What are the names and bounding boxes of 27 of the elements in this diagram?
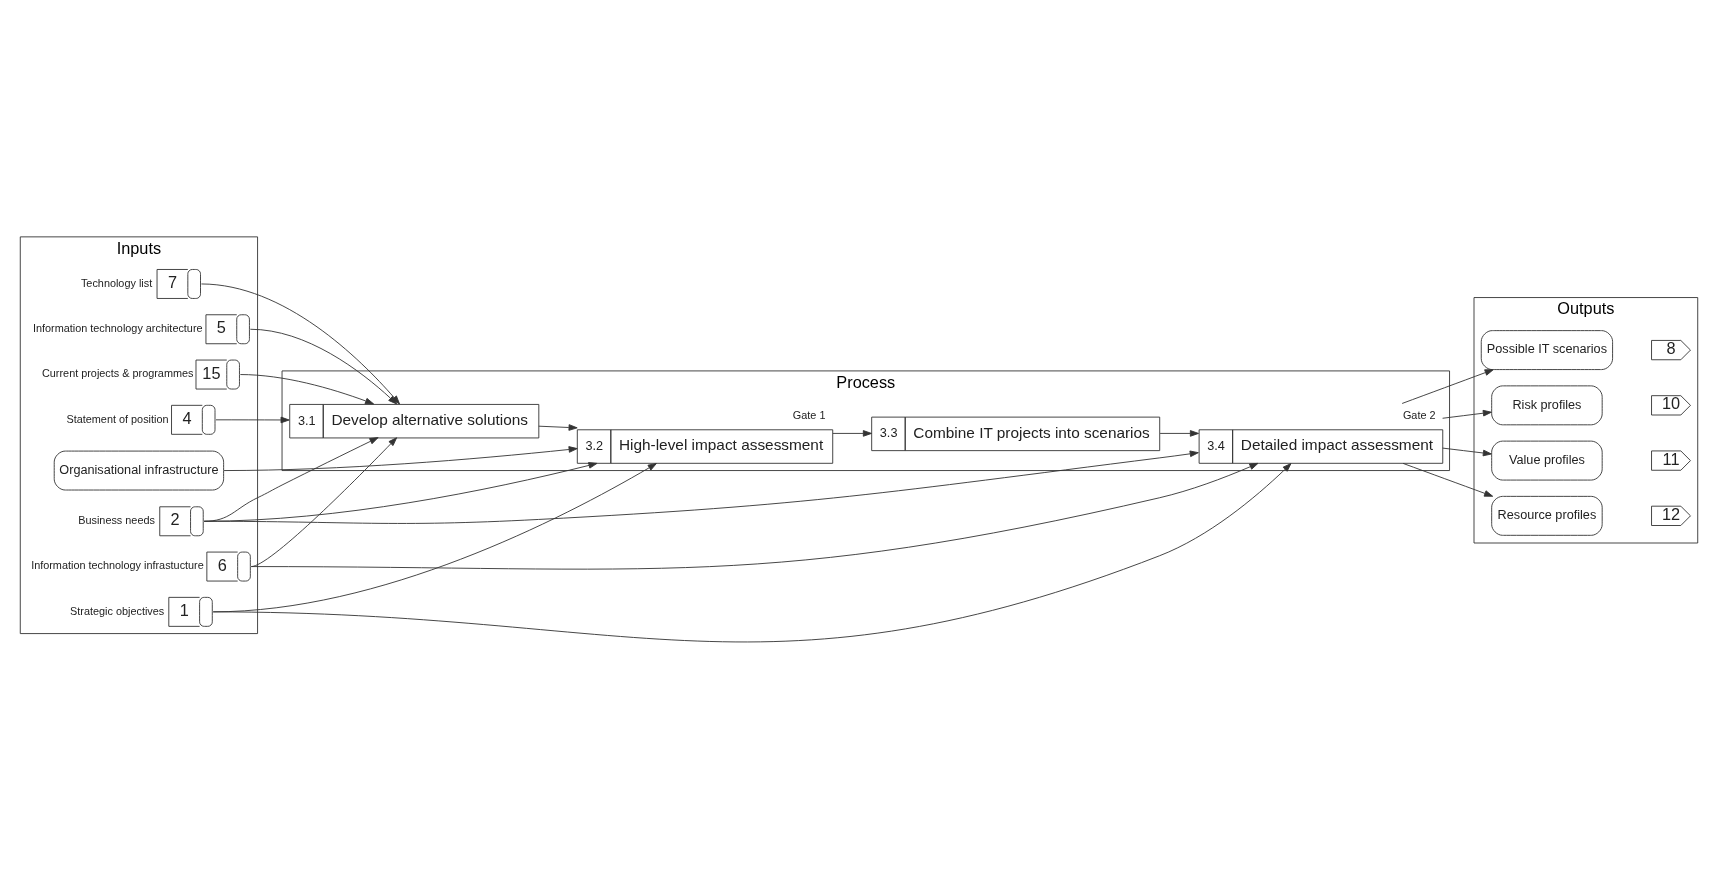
node-label: Strategic objectives	[70, 604, 165, 617]
arrow	[212, 462, 1292, 642]
node-label: Information technology infrastucture	[31, 558, 204, 571]
node-label: Gate 1	[792, 408, 826, 421]
node-label: Technology list	[80, 276, 153, 289]
arrow	[239, 373, 375, 404]
node-label: Business needs	[78, 513, 155, 526]
arrow	[1402, 462, 1494, 497]
arrow	[832, 429, 872, 437]
node-box: Organisational infrastructure	[53, 450, 225, 490]
arrow	[215, 416, 290, 423]
arrow	[203, 450, 1199, 524]
arrow	[1442, 447, 1492, 456]
node-box: Risk profiles	[1491, 384, 1603, 425]
node-box: Value profiles	[1491, 440, 1603, 481]
node-label: Information technology architecture	[32, 321, 203, 334]
arrow	[250, 462, 1259, 570]
node-label: Gate 2	[1402, 408, 1436, 421]
node-label: Current projects & programmes	[42, 366, 194, 379]
node-label: Statement of position	[66, 412, 169, 425]
arrow	[1442, 409, 1492, 419]
node-box: Possible IT scenarios	[1480, 329, 1614, 370]
arrow	[538, 423, 578, 431]
node-box: Resource profiles	[1491, 495, 1603, 536]
arrow	[223, 445, 578, 471]
arrow	[1159, 429, 1199, 437]
arrow	[1401, 368, 1494, 404]
